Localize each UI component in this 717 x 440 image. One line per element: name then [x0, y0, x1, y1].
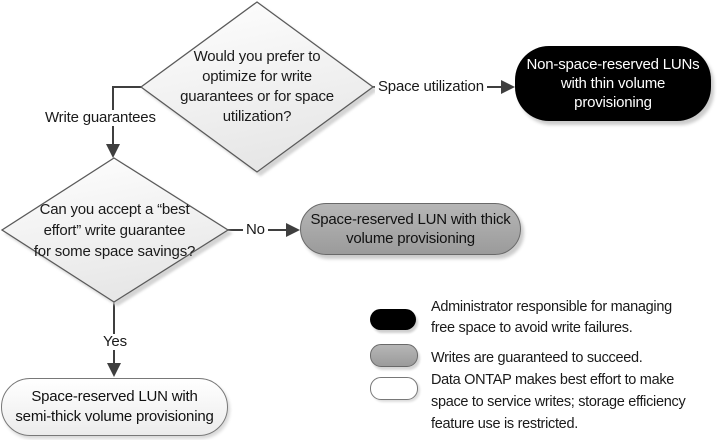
- edge-label-no: No: [243, 222, 268, 238]
- outcome-semi-thick-provisioning: Space-reserved LUN with semi-thick volum…: [1, 378, 228, 436]
- text-line: Would you prefer to: [193, 48, 321, 65]
- edge-label-write-guarantees: Write guarantees: [42, 110, 159, 126]
- legend-text-writes-guaranteed: Writes are guaranteed to succeed.: [431, 348, 643, 369]
- arrowhead-down-to-decision2: [106, 144, 120, 158]
- legend-black-pill-icon: [370, 309, 416, 330]
- text-line: Space-reserved LUN with: [31, 388, 198, 405]
- text-line: Writes are guaranteed to succeed.: [431, 350, 643, 366]
- legend-gray-pill-icon: [370, 344, 418, 367]
- text-line: Administrator responsible for managing: [431, 299, 672, 315]
- outcome-thick-provisioning: Space-reserved LUN with thick volume pro…: [300, 203, 521, 255]
- decision-2-text: Can you accept a “best effort” write gua…: [12, 197, 217, 263]
- text-line: semi-thick volume provisioning: [15, 408, 214, 425]
- arrowhead-right-to-thick: [286, 223, 300, 237]
- text-line: provisioning: [574, 94, 652, 111]
- edge-label-yes: Yes: [100, 334, 130, 350]
- arrowheads: [106, 80, 515, 377]
- arrowhead-down-to-semithick: [107, 363, 121, 377]
- text-line: volume provisioning: [346, 230, 475, 247]
- text-line: Data ONTAP makes best effort to make: [431, 372, 675, 388]
- text-line: Non-space-reserved LUNs: [526, 56, 700, 73]
- legend-text-best-effort: Data ONTAP makes best effort to make spa…: [431, 369, 686, 435]
- text-line: guarantees or for space: [180, 88, 334, 105]
- text-line: Space-reserved LUN with thick: [310, 211, 511, 228]
- edge-write-guarantees: [112, 86, 141, 146]
- outcome-thin-provisioning: Non-space-reserved LUNs with thin volume…: [515, 46, 711, 121]
- edge-label-space-utilization: Space utilization: [375, 79, 487, 95]
- text-line: for some space savings?: [33, 242, 196, 260]
- decision-diamond-best-effort: [0, 157, 230, 303]
- text-line: effort” write guarantee: [43, 221, 186, 239]
- arrowhead-right-to-thin: [501, 80, 515, 94]
- text-line: with thin volume: [560, 75, 666, 92]
- text-line: free space to avoid write failures.: [431, 320, 633, 336]
- text-line: space to service writes; storage efficie…: [431, 394, 686, 410]
- text-line: utilization?: [222, 108, 292, 125]
- legend-text-administrator: Administrator responsible for managing f…: [431, 297, 672, 339]
- legend-white-pill-icon: [370, 377, 418, 400]
- text-line: optimize for write: [202, 68, 312, 85]
- text-line: feature use is restricted.: [431, 416, 578, 432]
- decision-1-text: Would you prefer to optimize for write g…: [162, 46, 352, 128]
- decision-diamond-optimize: [139, 1, 375, 173]
- text-line: Can you accept a “best: [39, 200, 190, 218]
